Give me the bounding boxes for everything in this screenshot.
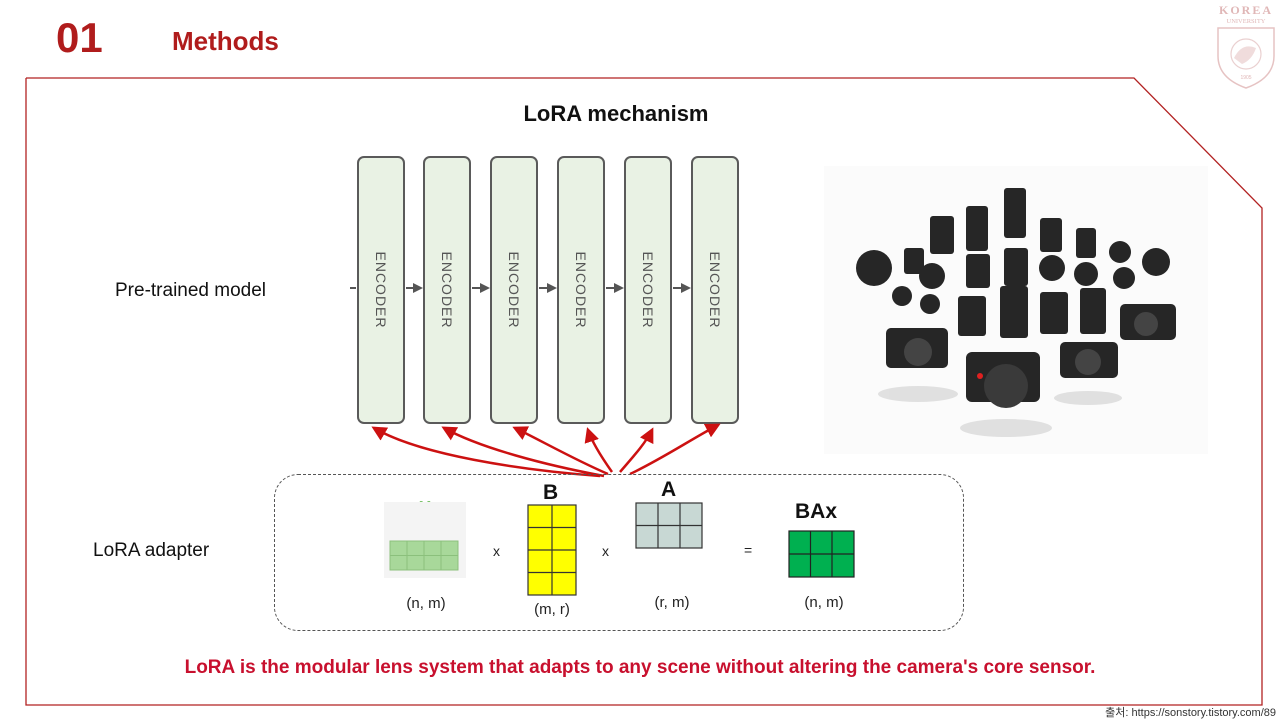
lora-adapter-label: LoRA adapter	[93, 540, 210, 561]
encoder-block-5: ENCODER	[624, 156, 672, 424]
encoder-block-6: ENCODER	[691, 156, 739, 424]
university-logo: KOREA UNIVERSITY 1905	[1217, 3, 1275, 89]
caption: LoRA is the modular lens system that ada…	[184, 657, 1096, 678]
encoder-block-3: ENCODER	[490, 156, 538, 424]
lora-adapter-box	[274, 474, 964, 631]
section-number: 01	[56, 14, 103, 61]
encoder-block-1: ENCODER	[357, 156, 405, 424]
encoder-block-4: ENCODER	[557, 156, 605, 424]
matrix-a	[635, 502, 703, 549]
matrix-b-dims: (m, r)	[534, 601, 570, 618]
section-title: Methods	[172, 26, 279, 56]
matrix-bax-dims: (n, m)	[804, 594, 844, 611]
encoder-label: ENCODER	[640, 251, 656, 329]
encoder-label: ENCODER	[439, 251, 455, 329]
pretrained-model-label: Pre-trained model	[115, 280, 267, 301]
matrix-bax	[788, 530, 855, 578]
camera-lens-collection-image	[824, 166, 1208, 454]
lora-injection-arrows	[371, 423, 721, 478]
multiply-operator-1: x	[493, 543, 500, 559]
matrix-a-label: A	[661, 478, 677, 501]
svg-text:KOREA: KOREA	[1219, 3, 1273, 17]
matrix-b	[527, 504, 577, 596]
matrix-x	[384, 502, 466, 578]
svg-text:UNIVERSITY: UNIVERSITY	[1227, 18, 1266, 25]
encoder-label: ENCODER	[506, 251, 522, 329]
matrix-x-dims: (n, m)	[406, 595, 446, 612]
encoder-label: ENCODER	[373, 251, 389, 329]
matrix-a-dims: (r, m)	[654, 594, 690, 611]
matrix-b-label: B	[543, 481, 559, 504]
matrix-bax-label: BAx	[795, 500, 838, 523]
diagram-title: LoRA mechanism	[523, 101, 709, 126]
equals-operator: =	[744, 542, 753, 558]
svg-text:1905: 1905	[1240, 75, 1251, 81]
multiply-operator-2: x	[602, 543, 609, 559]
encoder-label: ENCODER	[573, 251, 589, 329]
source-citation: 출처: https://sonstory.tistory.com/89	[1105, 707, 1276, 719]
encoder-block-2: ENCODER	[423, 156, 471, 424]
encoder-label: ENCODER	[707, 251, 723, 329]
